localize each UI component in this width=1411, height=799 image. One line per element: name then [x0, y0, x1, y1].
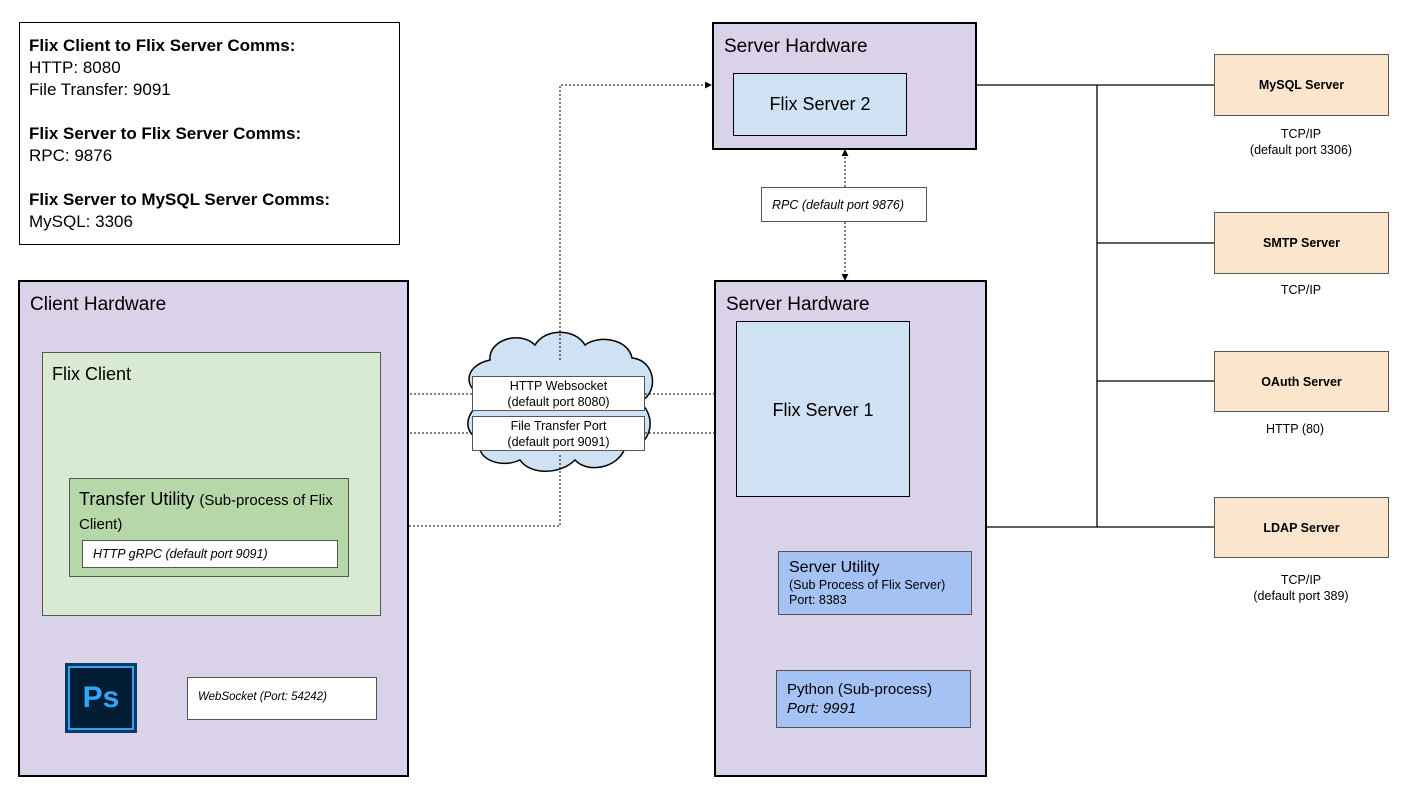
legend-line: HTTP: 8080: [29, 58, 121, 77]
legend-heading: Flix Client to Flix Server Comms:: [29, 36, 296, 55]
ldap-protocol: TCP/IP (default port 389): [1221, 572, 1381, 604]
flix-server-2-label: Flix Server 2: [769, 94, 871, 114]
oauth-server-label: OAuth Server: [1261, 374, 1342, 389]
flix-server-2-box: Flix Server 2: [733, 73, 907, 136]
http-websocket-label: HTTP Websocket (default port 8080): [472, 376, 645, 411]
ldap-server-label: LDAP Server: [1263, 520, 1340, 535]
python-box: Python (Sub-process) Port: 9991: [776, 670, 971, 728]
mysql-server-label: MySQL Server: [1258, 78, 1345, 92]
mysql-protocol: TCP/IP (default port 3306): [1221, 126, 1381, 158]
legend-heading: Flix Server to MySQL Server Comms:: [29, 190, 331, 209]
smtp-server-label: SMTP Server: [1263, 236, 1340, 250]
ldap-protocol-line2: (default port 389): [1253, 589, 1349, 603]
websocket-box: WebSocket (Port: 54242): [187, 677, 377, 720]
oauth-protocol: HTTP (80): [1215, 421, 1375, 437]
server-utility-title: Server Utility: [789, 559, 880, 576]
http-websocket-line1: HTTP Websocket: [509, 379, 608, 393]
http-websocket-line2: (default port 8080): [507, 395, 610, 409]
external-bus: [977, 84, 1214, 528]
server-hardware-top-title: Server Hardware: [724, 36, 868, 57]
server-hardware-main-title: Server Hardware: [726, 294, 870, 315]
mysql-protocol-line1: TCP/IP: [1280, 127, 1322, 141]
file-transfer-label: File Transfer Port (default port 9091): [472, 416, 645, 451]
legend-line: File Transfer: 9091: [29, 80, 171, 99]
python-title: Python (Sub-process): [787, 681, 933, 698]
smtp-protocol-line1: TCP/IP: [1280, 283, 1322, 297]
oauth-protocol-line1: HTTP (80): [1265, 422, 1325, 436]
smtp-protocol: TCP/IP: [1221, 282, 1381, 298]
legend-line: MySQL: 3306: [29, 212, 133, 231]
file-transfer-line1: File Transfer Port: [510, 419, 607, 433]
transfer-utility-port-label: HTTP gRPC (default port 9091): [93, 547, 268, 561]
flix-client-title: Flix Client: [52, 364, 132, 384]
file-transfer-line2: (default port 9091): [507, 435, 610, 449]
websocket-label: WebSocket (Port: 54242): [198, 691, 327, 703]
python-port: Port: 9991: [787, 700, 857, 717]
transfer-utility-port: HTTP gRPC (default port 9091): [82, 540, 338, 568]
link-server2-cloud: [559, 81, 712, 360]
smtp-server-box: SMTP Server: [1214, 212, 1389, 274]
transfer-utility-title: Transfer Utility: [79, 489, 195, 509]
flix-server-1-label: Flix Server 1: [772, 400, 874, 420]
legend-line: RPC: 9876: [29, 146, 113, 165]
photoshop-icon-text: Ps: [82, 681, 120, 714]
oauth-server-box: OAuth Server: [1214, 351, 1389, 412]
rpc-label: RPC (default port 9876): [772, 198, 905, 212]
photoshop-icon: Ps: [65, 663, 137, 733]
server-utility-box: Server Utility (Sub Process of Flix Serv…: [778, 551, 972, 615]
server-utility-subtitle: (Sub Process of Flix Server): [789, 578, 946, 592]
legend-heading: Flix Server to Flix Server Comms:: [29, 124, 302, 143]
ports-legend: Flix Client to Flix Server Comms: HTTP: …: [19, 22, 400, 245]
mysql-protocol-line2: (default port 3306): [1249, 143, 1353, 157]
rpc-box: RPC (default port 9876): [761, 187, 927, 222]
transfer-utility-subtitle: (Sub-process of Flix Client): [79, 492, 333, 533]
ldap-server-box: LDAP Server: [1214, 497, 1389, 558]
ldap-protocol-line1: TCP/IP: [1280, 573, 1322, 587]
client-hardware-title: Client Hardware: [30, 294, 167, 315]
mysql-server-box: MySQL Server: [1214, 54, 1389, 116]
server-utility-port: Port: 8383: [789, 593, 847, 607]
flix-server-1-box: Flix Server 1: [736, 321, 910, 497]
